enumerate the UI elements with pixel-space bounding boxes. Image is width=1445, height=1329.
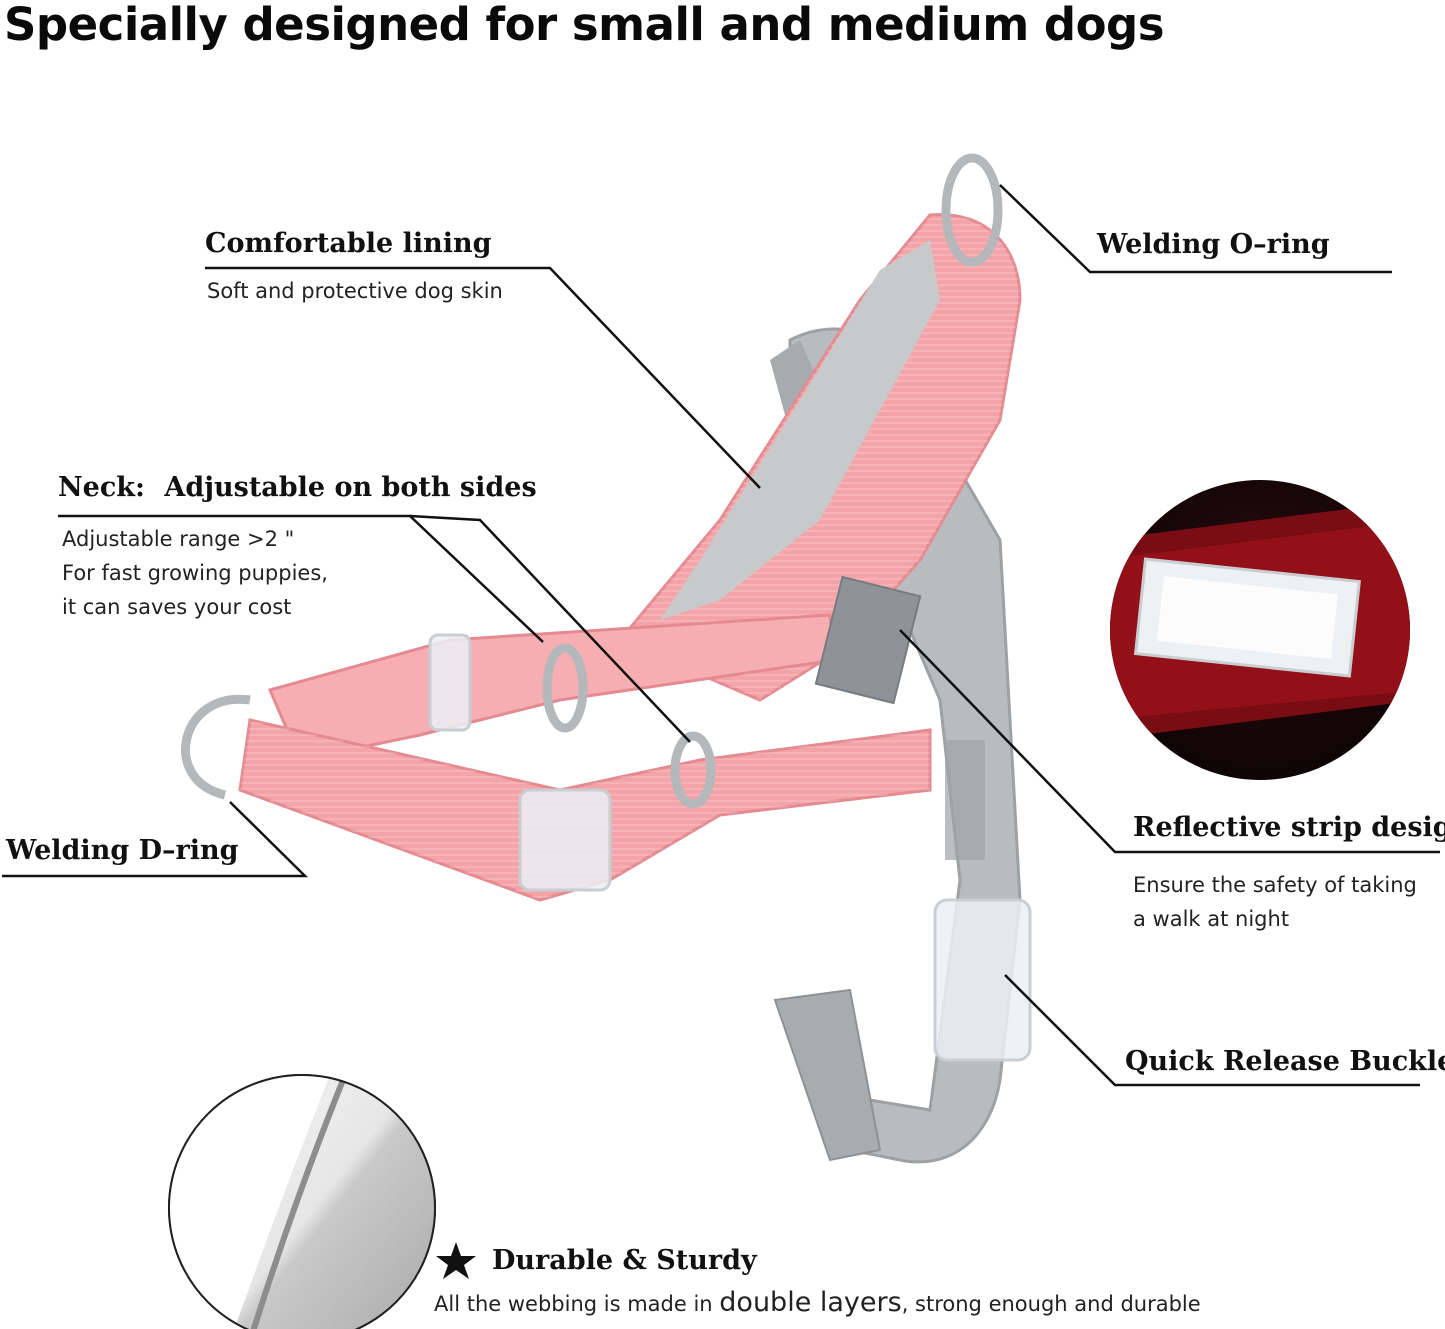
pink-top-strap (617, 213, 1022, 702)
reflective-closeup (1110, 480, 1410, 780)
leader-lining (205, 266, 761, 489)
neck-label-text: Adjustable on both sides (164, 472, 537, 503)
oring-label: Welding O–ring (1097, 229, 1330, 260)
durable-desc-emph: double layers (719, 1287, 902, 1318)
reflective-desc-line: a walk at night (1133, 907, 1290, 931)
reflective-desc: Ensure the safety of taking a walk at ni… (1133, 868, 1417, 936)
neck-desc-line: For fast growing puppies, (62, 561, 328, 585)
leader-dring (2, 801, 309, 878)
reflective-desc-line: Ensure the safety of taking (1133, 873, 1417, 897)
durable-desc-before: All the webbing is made in (434, 1292, 720, 1316)
o-ring (941, 153, 1003, 267)
leader-reflective (899, 629, 1440, 854)
star-icon (436, 1242, 476, 1279)
durable-label: Durable & Sturdy (492, 1245, 757, 1276)
leader-neck-2 (409, 514, 691, 743)
neck-desc-line: Adjustable range >2 " (62, 527, 295, 551)
leader-buckle (1004, 974, 1420, 1087)
fabric-closeup (168, 1074, 436, 1329)
durable-desc-after: , strong enough and durable (901, 1292, 1201, 1316)
lining-label: Comfortable lining (205, 228, 492, 259)
neck-label-key: Neck: (58, 472, 145, 503)
d-ring (181, 694, 251, 800)
neck-label: Neck: Adjustable on both sides (58, 472, 537, 503)
leader-oring (999, 184, 1392, 274)
lining-desc: Soft and protective dog skin (207, 279, 503, 303)
reflective-label: Reflective strip design (1133, 812, 1445, 843)
buckle-label: Quick Release Buckle (1125, 1046, 1445, 1077)
reflective-strip (814, 575, 922, 705)
slider-clear (518, 788, 612, 892)
neck-desc-line: it can saves your cost (62, 595, 292, 619)
page-title: Specially designed for small and medium … (4, 0, 1165, 51)
durable-desc: All the webbing is made in double layers… (434, 1286, 1201, 1321)
dring-label: Welding D–ring (6, 835, 239, 866)
neck-desc: Adjustable range >2 " For fast growing p… (62, 522, 328, 624)
quick-release-buckle (933, 898, 1032, 1062)
